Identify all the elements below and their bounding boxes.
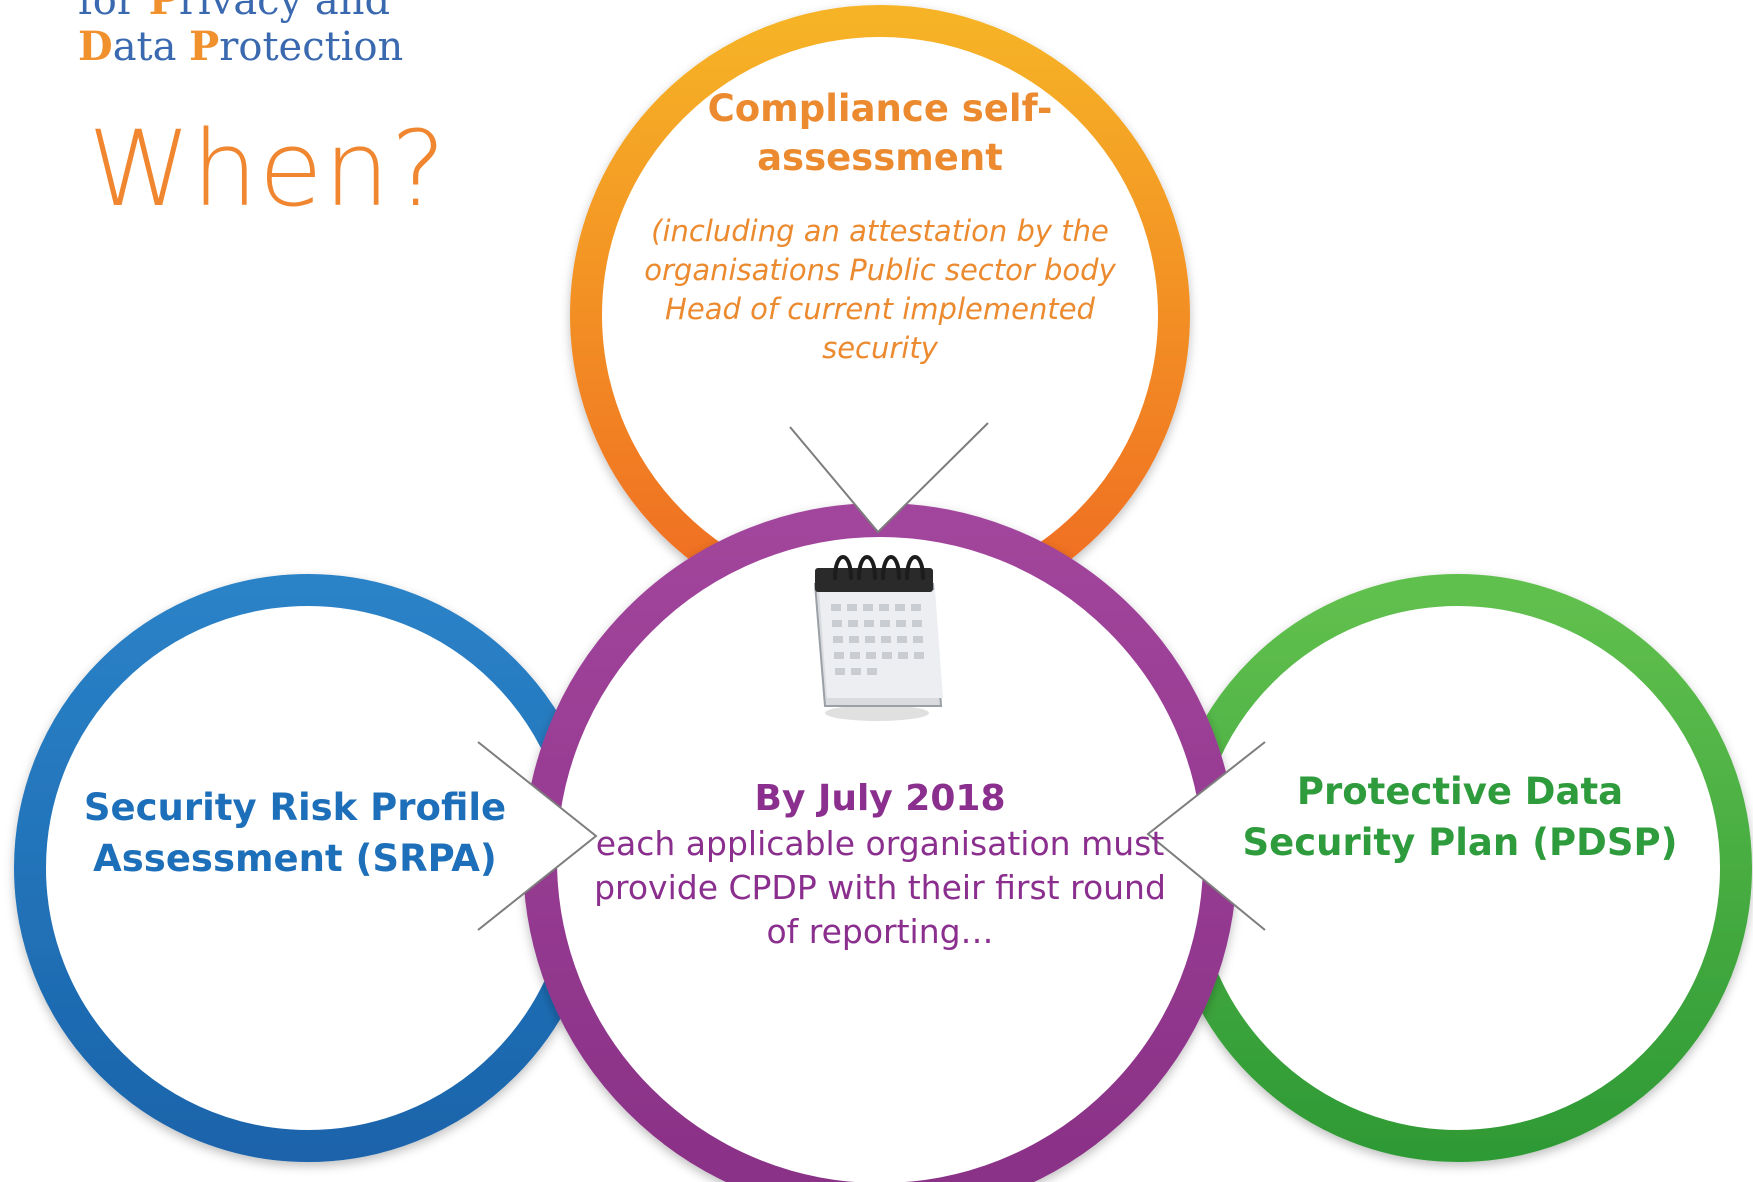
logo-initial: P	[148, 0, 179, 24]
center-body: each applicable organisation must provid…	[594, 824, 1166, 951]
pdsp-title: Protective Data Security Plan (PDSP)	[1242, 770, 1678, 864]
logo-line-1: for Privacy and	[78, 0, 403, 24]
logo-text: ata	[112, 24, 190, 70]
logo-text: for	[78, 0, 149, 24]
pointer-top	[789, 422, 989, 534]
pointer-right	[1146, 741, 1266, 931]
pointer-left	[477, 741, 598, 931]
compliance-title: Compliance self-assessment	[707, 87, 1053, 179]
center-title: By July 2018	[754, 778, 1006, 819]
calendar-icon	[813, 555, 943, 721]
logo-text: rotection	[219, 24, 404, 70]
logo-line-2: Data Protection	[78, 23, 404, 71]
logo-initial: D	[78, 23, 113, 70]
compliance-subtitle: (including an attestation by the organis…	[644, 214, 1116, 365]
cpdp-logo: for Privacy and Data Protection	[78, 0, 403, 70]
logo-text: rivacy and	[178, 0, 391, 24]
srpa-title: Security Risk Profile Assessment (SRPA)	[83, 786, 507, 880]
logo-initial: P	[189, 23, 220, 70]
page-title: When?	[88, 108, 447, 230]
